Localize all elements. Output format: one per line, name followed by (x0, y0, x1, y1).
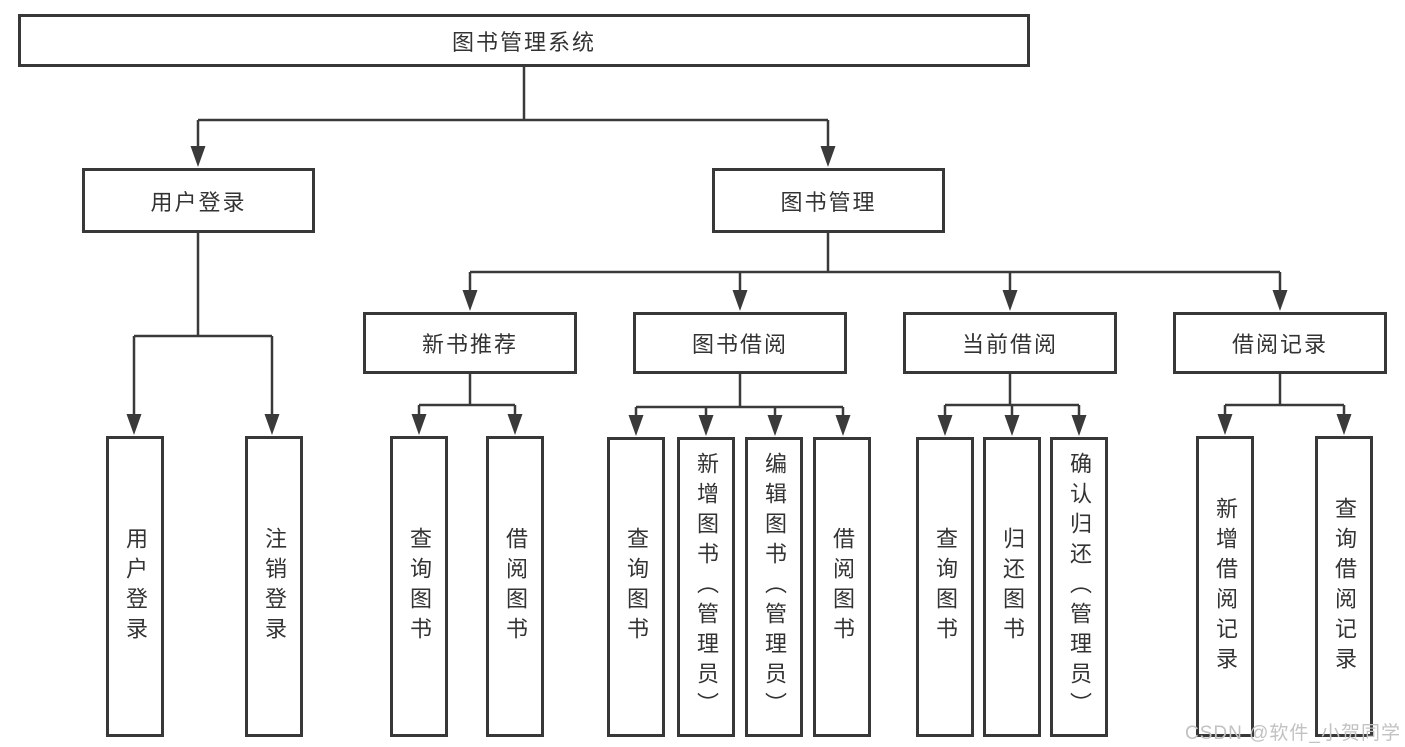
watermark: CSDN @软件_小贺同学 (1185, 723, 1401, 744)
leaf-borrow-books-recommend-label: 借阅图书 (503, 526, 528, 647)
leaf-query-books-current-label: 查询图书 (933, 527, 958, 647)
leaf-add-borrow-record: 新增借阅记录 (1196, 436, 1254, 737)
leaf-return-books-label: 归还图书 (1000, 527, 1025, 647)
leaf-add-borrow-record-label: 新增借阅记录 (1213, 496, 1238, 677)
node-root: 图书管理系统 (18, 14, 1030, 67)
leaf-user-login: 用户登录 (106, 436, 164, 737)
node-book-management: 图书管理 (712, 168, 945, 233)
leaf-query-borrow-record: 查询借阅记录 (1315, 436, 1373, 737)
leaf-confirm-return-admin: 确认归还（管理员） (1050, 437, 1108, 737)
node-borrow-records: 借阅记录 (1173, 312, 1387, 374)
node-root-label: 图书管理系统 (451, 29, 596, 55)
node-book-management-label: 图书管理 (780, 189, 877, 215)
node-user-login: 用户登录 (82, 168, 315, 233)
leaf-confirm-return-admin-label: 确认归还（管理员） (1067, 452, 1092, 722)
node-current-borrow-label: 当前借阅 (961, 332, 1058, 357)
leaf-return-books: 归还图书 (983, 437, 1041, 737)
leaf-borrow-books: 借阅图书 (813, 437, 871, 737)
leaf-edit-books-admin-label: 编辑图书（管理员） (762, 452, 787, 722)
leaf-logout: 注销登录 (245, 436, 303, 737)
leaf-query-books-current: 查询图书 (916, 437, 974, 737)
node-borrow-records-label: 借阅记录 (1231, 332, 1328, 357)
leaf-query-borrow-record-label: 查询借阅记录 (1332, 496, 1357, 677)
node-book-borrow-label: 图书借阅 (691, 332, 788, 357)
leaf-add-books-admin-label: 新增图书（管理员） (694, 452, 719, 722)
leaf-logout-label: 注销登录 (262, 526, 287, 647)
leaf-add-books-admin: 新增图书（管理员） (677, 437, 735, 737)
node-book-borrow: 图书借阅 (633, 312, 847, 374)
leaf-borrow-books-label: 借阅图书 (830, 527, 855, 647)
leaf-edit-books-admin: 编辑图书（管理员） (745, 437, 803, 737)
node-user-login-label: 用户登录 (150, 189, 247, 215)
leaf-query-books-borrow: 查询图书 (607, 437, 665, 737)
connector-lines (132, 67, 1346, 418)
leaf-query-books-borrow-label: 查询图书 (624, 527, 649, 647)
node-current-borrow: 当前借阅 (903, 312, 1117, 374)
node-new-book-recommend-label: 新书推荐 (421, 332, 518, 357)
leaf-query-books-recommend: 查询图书 (390, 436, 448, 737)
leaf-borrow-books-recommend: 借阅图书 (486, 436, 544, 737)
leaf-query-books-recommend-label: 查询图书 (407, 526, 432, 647)
node-new-book-recommend: 新书推荐 (363, 312, 577, 374)
leaf-user-login-label: 用户登录 (123, 526, 148, 647)
